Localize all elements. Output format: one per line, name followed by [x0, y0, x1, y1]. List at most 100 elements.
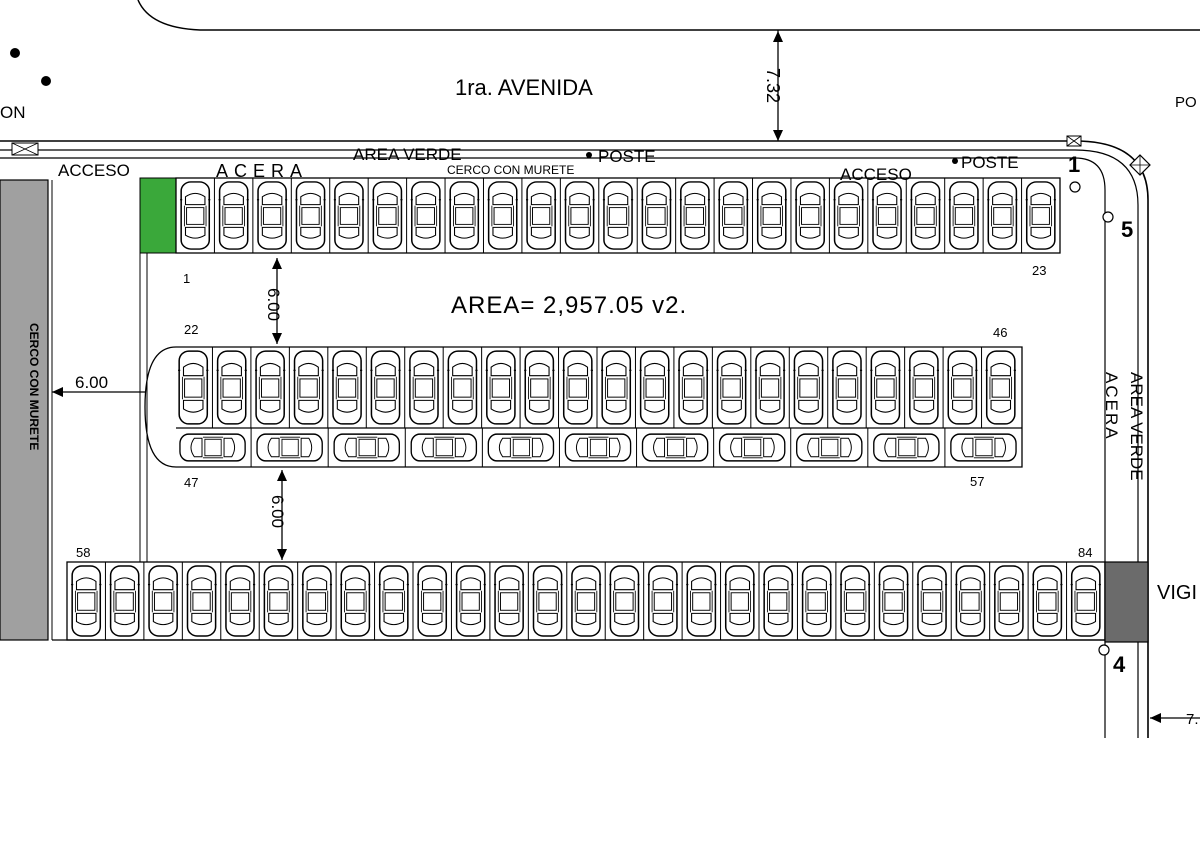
fence-label: CERCO CON MURETE	[447, 163, 574, 177]
car-icon	[718, 433, 786, 462]
car-icon	[416, 565, 449, 637]
car-icon	[723, 565, 756, 637]
car-icon	[916, 565, 948, 637]
space-number: 84	[1078, 545, 1092, 560]
parking-row-1	[175, 177, 1061, 254]
car-icon	[369, 350, 402, 425]
space-number: 46	[993, 325, 1007, 340]
car-icon	[986, 181, 1019, 250]
car-icon	[487, 433, 555, 462]
car-icon	[832, 181, 865, 250]
car-icon	[992, 565, 1025, 637]
car-icon	[946, 350, 979, 425]
car-icon	[646, 565, 679, 637]
car-icon	[294, 181, 327, 250]
car-icon	[909, 181, 942, 250]
setback-dimension-label: 7.	[1186, 711, 1199, 728]
green-area-label-right: AREA VERDE	[1127, 372, 1146, 481]
car-icon	[217, 181, 250, 250]
car-icon	[300, 565, 333, 637]
access-label-left: ACCESO	[58, 161, 130, 180]
car-icon	[339, 565, 372, 637]
marker-label: 4	[1113, 652, 1126, 677]
car-icon	[600, 350, 633, 425]
car-icon	[446, 350, 479, 425]
parking-row-4	[66, 561, 1106, 641]
car-icon	[409, 181, 442, 250]
parking-row-2	[144, 346, 1023, 468]
space-number: 58	[76, 545, 90, 560]
car-icon	[292, 350, 325, 425]
car-icon	[795, 433, 863, 462]
car-icon	[641, 433, 709, 462]
sidewalk-inner-line	[1074, 157, 1106, 738]
sidewalk-label: ACERA	[216, 161, 308, 181]
car-icon	[333, 181, 365, 250]
car-icon	[254, 350, 287, 425]
aisle-dimension-label: 6.00	[268, 495, 287, 528]
car-icon	[377, 565, 410, 637]
car-icon	[564, 433, 632, 462]
car-icon	[493, 565, 526, 637]
car-icon	[800, 565, 833, 637]
street-width-label: 7.32	[763, 68, 783, 103]
car-icon	[762, 565, 795, 637]
space-number: 1	[183, 271, 190, 286]
car-icon	[410, 433, 478, 462]
car-icon	[954, 565, 987, 637]
car-icon	[563, 181, 596, 250]
car-icon	[331, 350, 363, 425]
car-icon	[484, 350, 517, 425]
car-icon	[831, 350, 863, 425]
car-icon	[224, 565, 256, 637]
aisle-dimension-label: 6.00	[264, 288, 283, 321]
pole-label: POSTE	[598, 147, 656, 166]
car-icon	[715, 350, 748, 425]
car-icon	[640, 181, 673, 250]
car-icon	[570, 565, 602, 637]
car-icon	[371, 181, 404, 250]
car-icon	[638, 350, 671, 425]
car-icon	[948, 181, 980, 250]
pole-icon	[952, 158, 958, 164]
vigilance-label: VIGI	[1157, 582, 1197, 604]
car-icon	[256, 433, 323, 462]
area-label: AREA= 2,957.05 v2.	[451, 292, 687, 319]
car-icon	[408, 350, 440, 425]
car-icon	[70, 565, 103, 637]
boundary-marker	[1066, 135, 1082, 147]
car-icon	[1031, 565, 1064, 637]
space-number: 22	[184, 322, 198, 337]
green-area-label: AREA VERDE	[353, 145, 462, 164]
car-icon	[754, 350, 786, 425]
car-icon	[678, 181, 711, 250]
car-icon	[454, 565, 487, 637]
car-icon	[185, 565, 218, 637]
car-icon	[333, 433, 401, 462]
survey-point-icon	[1098, 644, 1110, 656]
car-icon	[871, 181, 903, 250]
car-icon	[486, 181, 519, 250]
car-icon	[262, 565, 295, 637]
car-icon	[608, 565, 641, 637]
car-icon	[525, 181, 558, 250]
car-icon	[792, 350, 825, 425]
partial-label-right: PO	[1175, 94, 1197, 111]
space-number: 23	[1032, 263, 1046, 278]
parking-row-3	[179, 428, 1017, 467]
street-name: 1ra. AVENIDA	[455, 75, 593, 100]
pole-label: POSTE	[961, 153, 1019, 172]
survey-point-icon	[1102, 211, 1114, 223]
car-icon	[685, 565, 718, 637]
car-icon	[177, 350, 210, 425]
bullet-mark	[10, 48, 20, 58]
car-icon	[950, 433, 1017, 462]
boundary-inner-line	[0, 149, 1139, 738]
bullet-mark	[41, 76, 51, 86]
street-curb-line	[137, 0, 1200, 31]
car-icon	[839, 565, 872, 637]
car-icon	[531, 565, 564, 637]
car-icon	[523, 350, 556, 425]
sidewalk-label-right: ACERA	[1102, 372, 1121, 441]
